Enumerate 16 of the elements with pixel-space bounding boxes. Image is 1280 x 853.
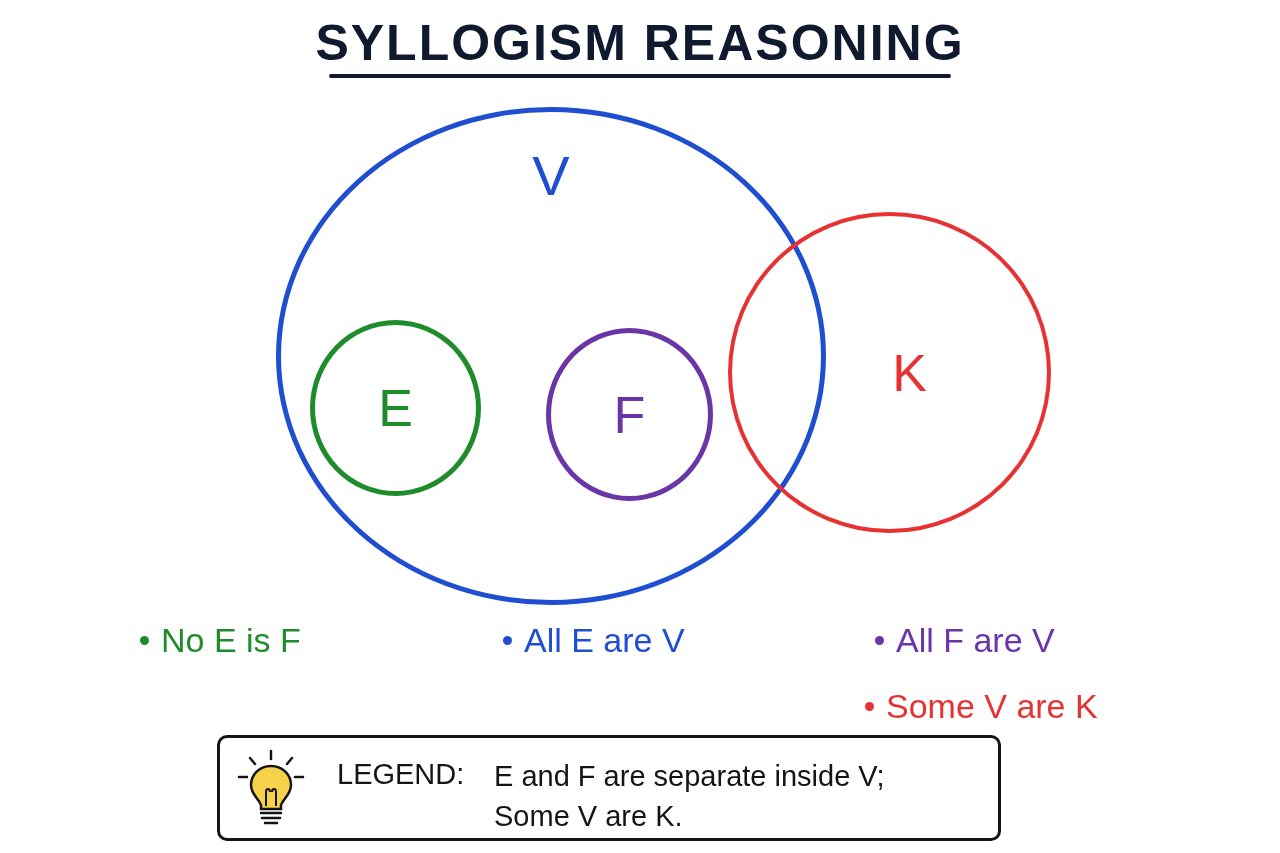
statement-text: All F are V [896, 620, 1055, 661]
statement-text: No E is F [161, 620, 301, 661]
legend-heading: LEGEND: [337, 757, 465, 792]
set-label: V [531, 148, 571, 204]
set-circle [546, 328, 713, 501]
set-circle [310, 320, 481, 496]
statement-text: Some V are K [886, 686, 1098, 727]
set-label: F [613, 388, 646, 441]
legend-text: E and F are separate inside V; Some V are K. [494, 759, 886, 834]
set-label: K [892, 346, 927, 399]
set-circle [276, 107, 826, 605]
set-circle [728, 212, 1051, 533]
title: SYLLOGISM REASONING [315, 14, 965, 72]
set-label: E [378, 382, 413, 434]
legend-box [217, 735, 1001, 841]
statement-text: All E are V [524, 620, 685, 661]
